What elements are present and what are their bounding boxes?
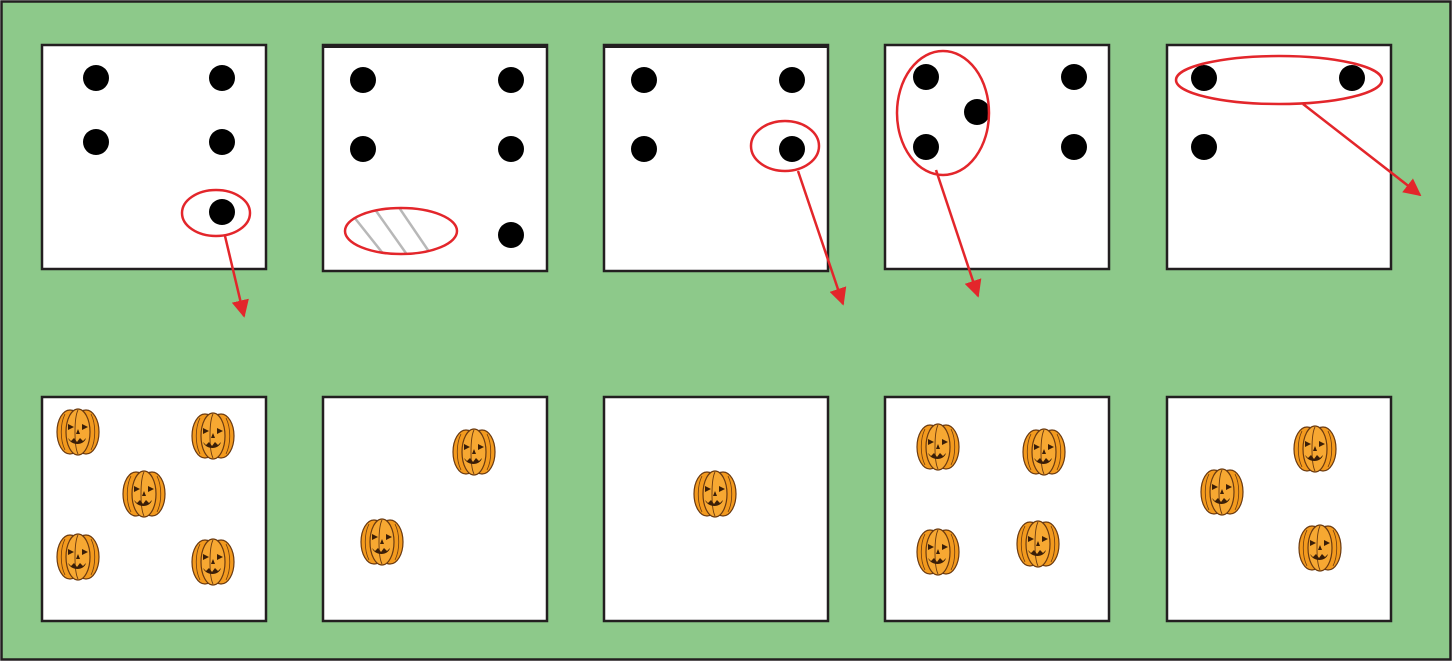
- pumpkin-icon: [917, 424, 959, 470]
- dice-card-5[interactable]: [1167, 45, 1391, 269]
- dice-pip-icon: [1191, 65, 1217, 91]
- pumpkin-icon: [57, 409, 99, 455]
- dice-card-4[interactable]: [885, 45, 1109, 269]
- dice-pip-icon: [209, 129, 235, 155]
- card-frame: [1167, 397, 1391, 621]
- card-top-edge: [323, 44, 547, 48]
- pumpkin-icon: [192, 413, 234, 459]
- dice-pip-icon: [83, 65, 109, 91]
- dice-pip-icon: [498, 136, 524, 162]
- pumpkin-card-3[interactable]: [604, 397, 828, 621]
- dice-card-3[interactable]: [604, 44, 828, 271]
- dice-pip-icon: [1191, 134, 1217, 160]
- dice-pip-icon: [209, 65, 235, 91]
- pumpkin-card-5[interactable]: [1167, 397, 1391, 621]
- dice-pip-icon: [779, 136, 805, 162]
- dice-pip-icon: [779, 67, 805, 93]
- pumpkin-icon: [1201, 469, 1243, 515]
- dice-pip-icon: [209, 199, 235, 225]
- dice-pip-icon: [498, 67, 524, 93]
- dice-pip-icon: [350, 136, 376, 162]
- pumpkin-icon: [192, 539, 234, 585]
- pumpkin-icon: [1017, 521, 1059, 567]
- card-frame: [323, 397, 547, 621]
- pumpkin-icon: [57, 534, 99, 580]
- pumpkin-icon: [694, 471, 736, 517]
- dice-card-2[interactable]: [323, 44, 547, 271]
- dice-pip-icon: [913, 134, 939, 160]
- dice-pip-icon: [1339, 65, 1365, 91]
- pumpkin-card-2[interactable]: [323, 397, 547, 621]
- dice-pip-icon: [631, 136, 657, 162]
- dice-pip-icon: [83, 129, 109, 155]
- dice-pip-icon: [498, 222, 524, 248]
- dice-card-1[interactable]: [42, 45, 266, 269]
- pumpkin-icon: [361, 519, 403, 565]
- card-top-edge: [604, 44, 828, 48]
- pumpkin-icon: [1294, 426, 1336, 472]
- dice-pip-icon: [1061, 64, 1087, 90]
- dice-pip-icon: [964, 99, 990, 125]
- pumpkin-card-1[interactable]: [42, 397, 266, 621]
- pumpkin-card-4[interactable]: [885, 397, 1109, 621]
- pumpkin-icon: [1299, 525, 1341, 571]
- pumpkin-icon: [123, 471, 165, 517]
- pumpkin-icon: [453, 429, 495, 475]
- dice-pip-icon: [631, 67, 657, 93]
- dice-pip-icon: [913, 64, 939, 90]
- card-frame: [885, 397, 1109, 621]
- pumpkin-icon: [1023, 429, 1065, 475]
- dice-pip-icon: [350, 67, 376, 93]
- pumpkin-icon: [917, 529, 959, 575]
- dice-pip-icon: [1061, 134, 1087, 160]
